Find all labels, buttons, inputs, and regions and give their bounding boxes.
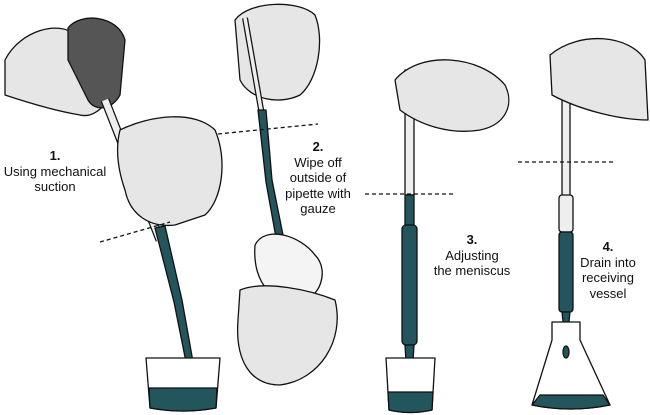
step-4-label: 4. Drain into receiving vessel — [580, 239, 636, 301]
step1-illustration — [4, 17, 223, 412]
step-3-label: 3. Adjusting the meniscus — [434, 232, 511, 279]
step-text: Using mechanical — [3, 163, 107, 179]
meniscus-line-step1 — [99, 221, 171, 243]
step-text: Adjusting — [445, 247, 499, 263]
step-text: suction — [34, 179, 76, 194]
meniscus-line-step2 — [217, 123, 319, 135]
step-text: gauze — [300, 201, 336, 216]
step-text: pipette with — [285, 185, 351, 201]
step-1-label: 1. Using mechanical suction — [4, 148, 107, 195]
suction-bulb-icon — [67, 17, 126, 109]
step-text: receiving — [581, 270, 635, 285]
step-number: 3. — [466, 232, 478, 247]
step3-illustration — [365, 59, 510, 414]
step-number: 1. — [49, 148, 61, 163]
step-text: outside of — [289, 170, 347, 185]
hand-bottom-step2 — [236, 285, 338, 386]
hand-right-step1 — [116, 116, 223, 227]
hand-step4 — [549, 37, 649, 121]
step4-illustration — [518, 37, 649, 410]
drip-icon — [562, 345, 570, 359]
step-text: the meniscus — [433, 263, 511, 278]
step-number: 2. — [312, 139, 324, 154]
step2-illustration — [217, 3, 338, 386]
step-2-label: 2. Wipe off outside of pipette with gauz… — [285, 139, 351, 217]
step-text: Drain into — [580, 254, 636, 270]
step-text: vessel — [589, 285, 627, 301]
step-number: 4. — [602, 239, 614, 254]
hand-step3 — [394, 59, 510, 132]
step-text: Wipe off — [294, 154, 342, 170]
